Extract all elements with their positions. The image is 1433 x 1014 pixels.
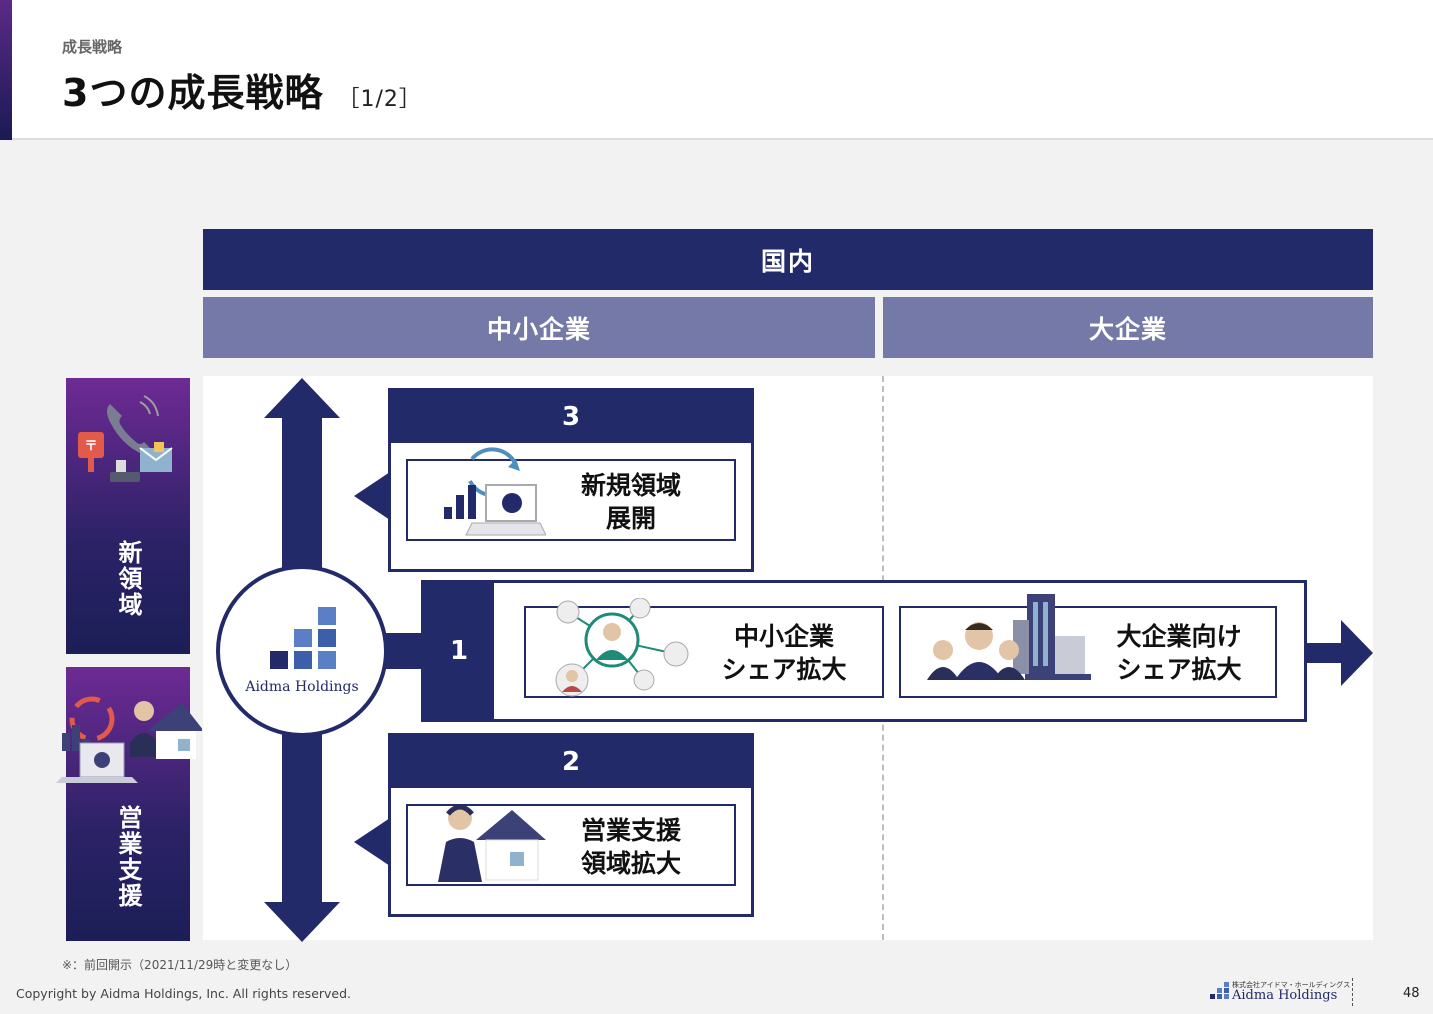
page-title: 3つの成長戦略 ［1/2］: [62, 62, 422, 117]
strategy-1-sme-label: 中小企業 シェア拡大: [704, 620, 864, 686]
domestic-header: 国内: [203, 229, 1373, 290]
side-label-sales-support-text: 営業支援: [114, 805, 142, 909]
center-logo-text: Aidma Holdings: [245, 679, 359, 695]
breadcrumb: 成長戦略: [62, 38, 123, 56]
strategy-3-label-line2: 展開: [605, 504, 656, 533]
strategy-2-inner: 営業支援 領域拡大: [406, 804, 736, 886]
copyright-text: Copyright by Aidma Holdings, Inc. All ri…: [16, 986, 352, 1001]
strategy-2-number: 2: [391, 736, 751, 788]
footnote: ※：前回開示（2021/11/29時と変更なし）: [62, 958, 298, 972]
right-arrow-icon: [1305, 620, 1373, 686]
page-title-text: 3つの成長戦略: [62, 71, 324, 115]
strategy-1-enterprise-label-line1: 大企業向け: [1116, 622, 1242, 651]
strategy-3-number: 3: [391, 391, 751, 443]
strategy-1-number: 1: [424, 583, 494, 719]
strategy-1-card: 1 中小企業 シェア拡大: [421, 580, 1307, 722]
footer-logo-text: Aidma Holdings: [1232, 988, 1338, 1003]
strategy-1-enterprise-label-line2: シェア拡大: [1116, 655, 1242, 684]
enterprise-header: 大企業: [883, 297, 1373, 358]
strategy-2-label-line2: 領域拡大: [580, 849, 681, 878]
strategy-2-card: 2 営業支援 領域拡大: [388, 733, 754, 917]
strategy-3-label-line1: 新規領域: [580, 471, 681, 500]
sales-support-icon: [56, 696, 202, 783]
strategy-1-sme-box: 中小企業 シェア拡大: [524, 598, 884, 698]
strategy-3-pointer: [354, 472, 390, 520]
strategy-3-label: 新規領域 展開: [556, 469, 706, 535]
header-accent-bar: [0, 0, 12, 140]
footer-logo-subtext: 株式会社アイドマ・ホールディングス: [1232, 981, 1351, 989]
slide-header: [0, 0, 1433, 140]
sme-header: 中小企業: [203, 297, 875, 358]
strategy-2-label: 営業支援 領域拡大: [556, 814, 706, 880]
strategy-2-pointer: [354, 818, 390, 866]
side-label-sales-support: 営業支援: [56, 667, 202, 941]
strategy-1-enterprise-box: 大企業向け シェア拡大: [899, 594, 1277, 698]
strategy-1-sme-label-line2: シェア拡大: [721, 655, 847, 684]
enterprise-people-building-icon: [927, 594, 1091, 680]
strategy-2-label-line1: 営業支援: [580, 816, 681, 845]
network-people-icon: [555, 598, 689, 697]
svg-text:〒: 〒: [84, 439, 97, 454]
footer-divider: [1352, 978, 1353, 1006]
page-number: 48: [1403, 986, 1420, 1001]
strategy-1-sme-label-line1: 中小企業: [733, 622, 834, 651]
strategy-3-inner: 新規領域 展開: [406, 447, 736, 541]
strategy-3-card: 3 新規領域 展開: [388, 388, 754, 572]
strategy-1-enterprise-label: 大企業向け シェア拡大: [1099, 620, 1259, 686]
side-label-new-domain-text: 新領域: [114, 540, 142, 618]
phone-mail-icon: 〒: [78, 395, 173, 482]
footer-logo-icon: [1210, 982, 1229, 999]
growth-chart-laptop-icon: [444, 447, 546, 536]
center-logo-circle: Aidma Holdings: [216, 565, 388, 737]
aidma-logo-icon: [270, 607, 336, 669]
operator-house-icon: [438, 804, 546, 882]
side-label-new-domain: 〒 新領域: [66, 378, 190, 654]
page-subtitle: ［1/2］: [337, 87, 422, 112]
